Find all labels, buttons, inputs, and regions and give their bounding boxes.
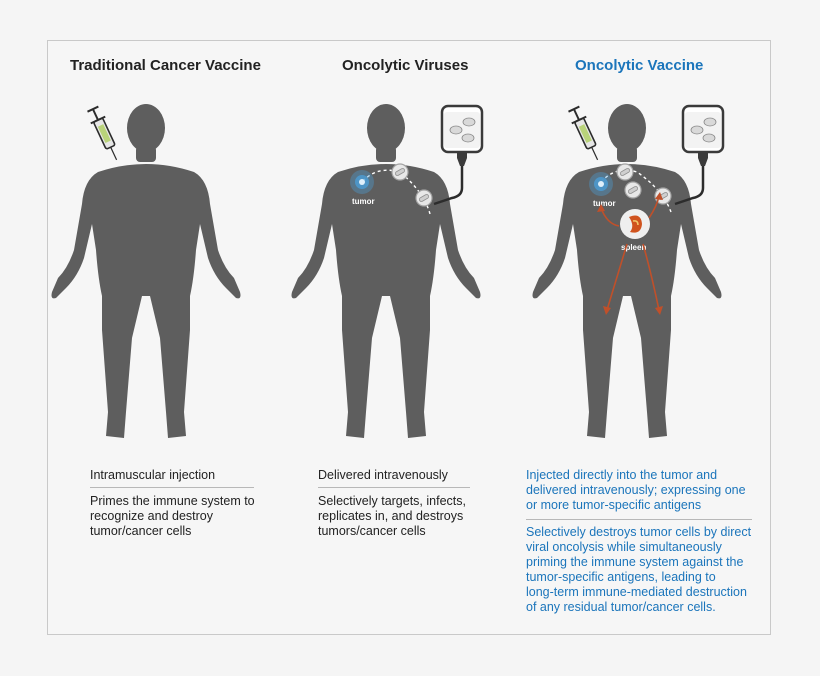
syringe-icon (565, 104, 606, 165)
syringe-icon (84, 104, 125, 165)
figure-oncolytic-viruses: tumor (266, 100, 506, 450)
body-silhouette (51, 104, 241, 438)
body-silhouette (532, 104, 722, 438)
virus-particle-icon (616, 163, 634, 181)
body-silhouette (291, 104, 481, 438)
spleen-icon (620, 209, 650, 239)
iv-tube (674, 166, 705, 206)
virus-particle-icon (391, 163, 409, 181)
iv-tube (433, 166, 464, 206)
tumor-icon (350, 170, 374, 194)
spleen-label: spleen (621, 243, 646, 252)
col2-method: Delivered intravenously (318, 468, 448, 482)
virus-particle-icon (624, 181, 642, 199)
figure-traditional-vaccine (26, 100, 266, 450)
col2-divider (318, 487, 470, 488)
iv-bag-icon (440, 104, 484, 168)
title-oncolytic-vaccine: Oncolytic Vaccine (575, 57, 704, 74)
title-oncolytic-viruses: Oncolytic Viruses (342, 57, 469, 74)
col1-divider (90, 487, 254, 488)
figure-oncolytic-vaccine: tumor spleen (507, 100, 747, 450)
tumor-label: tumor (352, 197, 375, 206)
virus-particle-icon (415, 189, 433, 207)
iv-bag-icon (681, 104, 725, 168)
title-traditional-vaccine: Traditional Cancer Vaccine (70, 57, 261, 74)
col2-outcome: Selectively targets, infects, replicates… (318, 494, 466, 538)
col1-method: Intramuscular injection (90, 468, 216, 482)
col1-outcome: Primes the immune system to recognize an… (90, 494, 255, 538)
col3-divider (526, 519, 752, 520)
arrowheads (597, 192, 663, 315)
tumor-icon (589, 172, 613, 196)
col3-outcome: Selectively destroys tumor cells by dire… (526, 525, 752, 614)
tumor-label: tumor (593, 199, 616, 208)
col3-method: Injected directly into the tumor and del… (526, 468, 746, 512)
